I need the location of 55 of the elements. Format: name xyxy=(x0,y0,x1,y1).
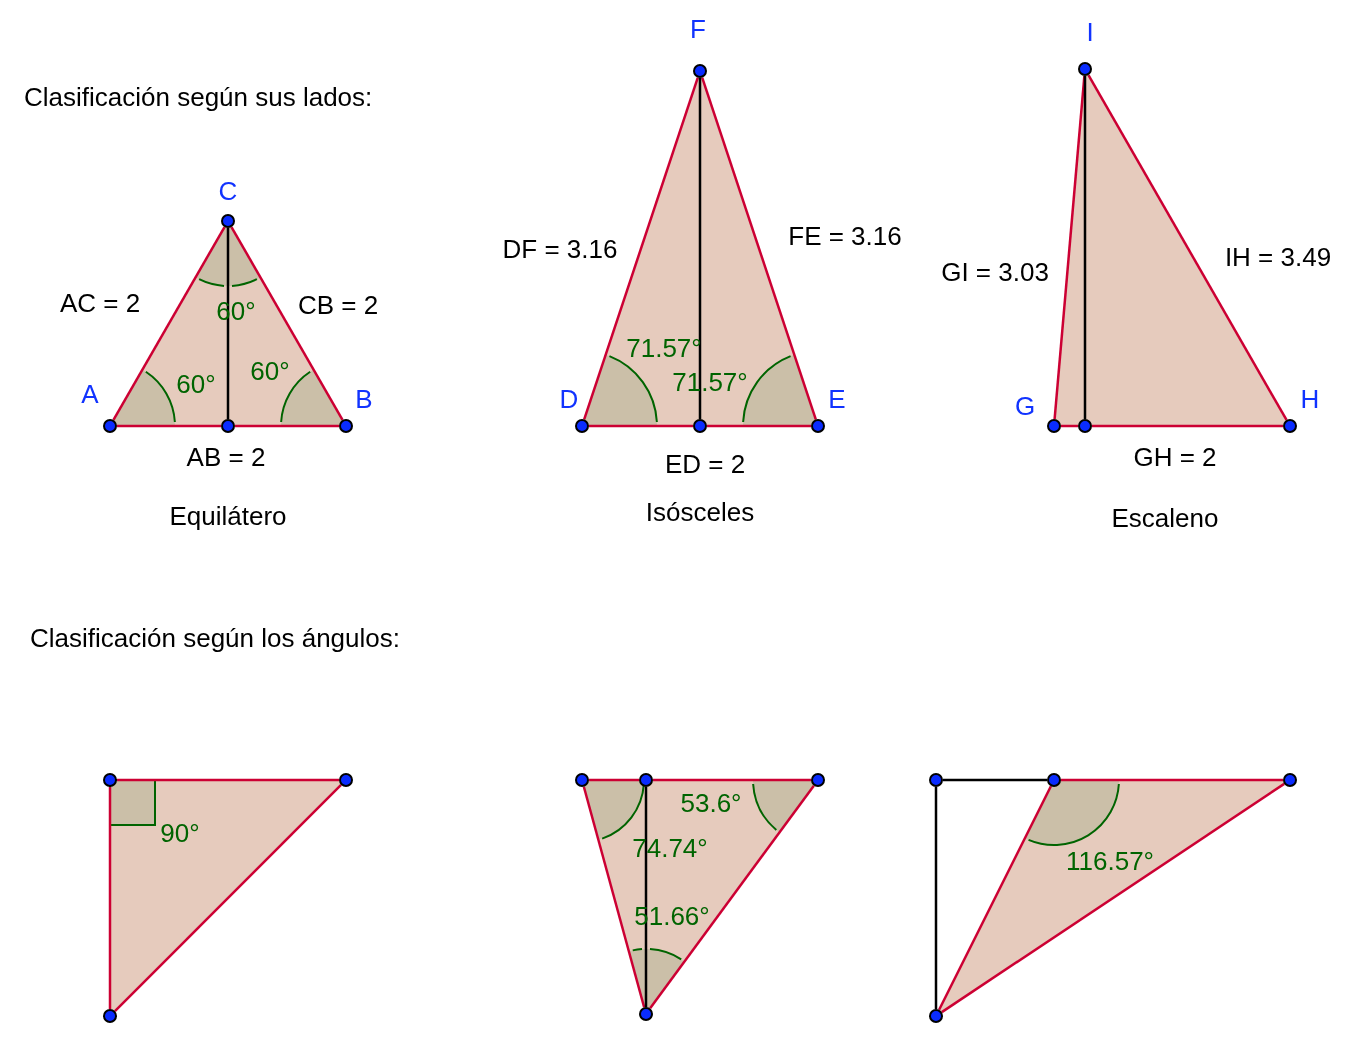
triangle-side xyxy=(941,782,1285,1014)
triangle-side xyxy=(938,785,1052,1011)
triangle-side xyxy=(117,424,221,428)
triangle-side xyxy=(649,784,815,1010)
angle-label: 90° xyxy=(160,818,200,848)
length-label: ED = 2 xyxy=(664,449,746,479)
point-label: G xyxy=(1014,391,1036,421)
triangle-side xyxy=(117,778,339,782)
triangle-side xyxy=(653,778,811,782)
triangle-side xyxy=(583,77,699,420)
triangle-side xyxy=(114,784,342,1012)
point-label: B xyxy=(355,384,373,414)
length-label: GI = 3.03 xyxy=(941,257,1049,287)
altitude-line xyxy=(934,787,938,1009)
altitude-line xyxy=(943,778,1047,782)
altitude-line xyxy=(644,787,648,1007)
angle-label: 60° xyxy=(250,356,290,386)
triangle-name: Isósceles xyxy=(645,497,755,527)
triangle-side xyxy=(108,787,112,1009)
length-label: GH = 2 xyxy=(1133,442,1217,472)
triangle-name: Equilátero xyxy=(169,501,287,531)
triangle-side xyxy=(589,424,693,428)
length-label: AB = 2 xyxy=(186,442,266,472)
triangle-side xyxy=(1087,74,1288,421)
section-heading: Clasificación según los ángulos: xyxy=(30,623,400,653)
triangle-side xyxy=(230,226,344,421)
altitude-line xyxy=(1083,76,1087,419)
triangle-side xyxy=(1092,424,1283,428)
altitude-line xyxy=(226,228,230,419)
triangle-side xyxy=(589,778,639,782)
length-label: FE = 3.16 xyxy=(788,221,902,251)
triangle-side xyxy=(235,424,339,428)
triangle-side xyxy=(582,786,646,1008)
triangle-side xyxy=(1061,778,1283,782)
angle-label: 60° xyxy=(176,369,216,399)
angle-label: 116.57° xyxy=(1066,846,1154,876)
point-label: E xyxy=(828,384,846,414)
length-label: CB = 2 xyxy=(297,290,379,320)
angle-label: 53.6° xyxy=(680,788,742,818)
point-label: F xyxy=(690,14,706,44)
point-label: C xyxy=(218,176,238,206)
point-label: D xyxy=(559,384,579,414)
length-label: DF = 3.16 xyxy=(502,234,618,264)
point-label: I xyxy=(1086,17,1094,47)
length-label: AC = 2 xyxy=(59,288,141,318)
triangle-side xyxy=(701,77,817,420)
triangle-side xyxy=(707,424,811,428)
triangle-side xyxy=(1053,75,1086,420)
point-label: H xyxy=(1300,384,1320,414)
triangle-side xyxy=(112,226,226,421)
altitude-line xyxy=(698,78,702,419)
point-label: A xyxy=(81,379,99,409)
section-heading: Clasificación según sus lados: xyxy=(24,82,373,112)
length-label: IH = 3.49 xyxy=(1224,242,1332,272)
triangle-name: Escaleno xyxy=(1111,503,1219,533)
